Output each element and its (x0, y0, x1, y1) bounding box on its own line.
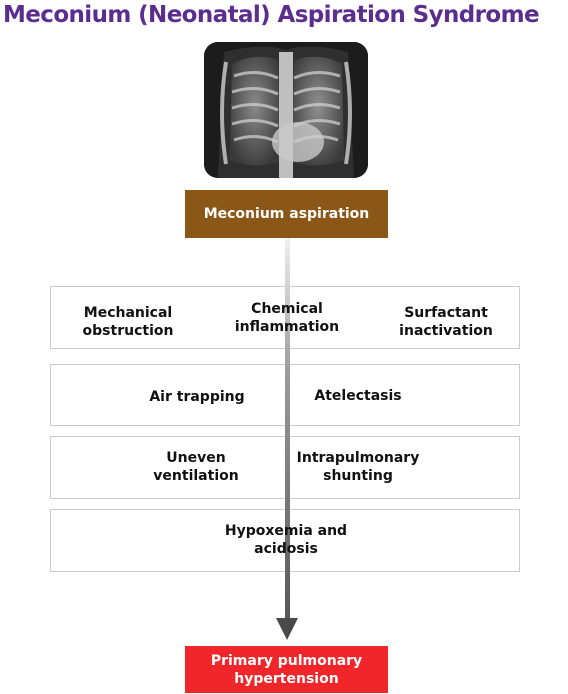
meconium-aspiration-box: Meconium aspiration (185, 190, 388, 238)
atelectasis-label: Atelectasis (314, 388, 402, 404)
primary-pulmonary-hypertension-box: Primary pulmonary hypertension (185, 646, 388, 693)
page-title: Meconium (Neonatal) Aspiration Syndrome (3, 2, 540, 28)
air-trapping-label: Air trapping (149, 389, 245, 405)
uneven-ventilation-label: Uneven ventilation (153, 450, 239, 484)
surfactant-inactivation-label: Surfactant inactivation (399, 305, 493, 339)
mechanical-obstruction-label: Mechanical obstruction (82, 305, 174, 339)
flow-arrow-head (276, 618, 298, 640)
chest-xray-image (204, 42, 368, 178)
flow-arrow-line (285, 238, 290, 628)
hypoxemia-acidosis-label: Hypoxemia and acidosis (224, 523, 348, 557)
chemical-inflammation-label: Chemical inflammation (234, 301, 340, 335)
intrapulmonary-shunting-label: Intrapulmonary shunting (296, 450, 420, 484)
